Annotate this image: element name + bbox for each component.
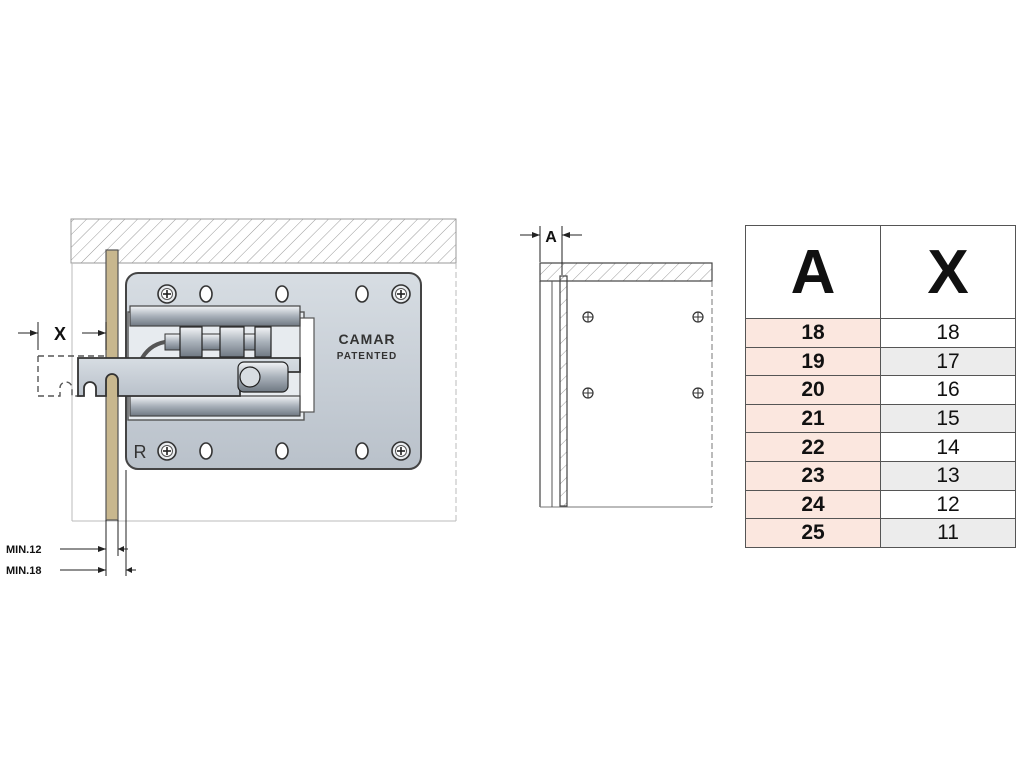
upper-rail	[129, 305, 301, 327]
cell-a: 20	[745, 375, 881, 405]
hole-icon	[275, 285, 289, 303]
side-view-plate-edge	[559, 275, 568, 507]
a-dimension: A	[520, 226, 582, 275]
side-view-holes	[582, 311, 704, 399]
cell-a: 22	[745, 432, 881, 462]
side-panel-wood	[105, 249, 119, 521]
x-dimension-label: X	[54, 324, 66, 344]
header-a: A	[745, 225, 881, 319]
side-view: A	[520, 226, 713, 508]
screw-icon	[157, 441, 177, 461]
a-dimension-label: A	[545, 229, 557, 246]
brand-label: CAMAR	[338, 331, 395, 347]
cell-x: 12	[880, 489, 1016, 520]
header-x: X	[880, 225, 1016, 319]
screw-icon	[391, 441, 411, 461]
cell-x: 14	[880, 432, 1016, 462]
x-dimension: X	[18, 322, 107, 350]
min-18-label: MIN.18	[6, 565, 41, 577]
cell-a: 18	[745, 318, 881, 348]
lower-rail	[129, 395, 301, 417]
left-view: CAMAR PATENTED R X MIN.12 MI	[6, 218, 457, 577]
screw-icon	[157, 284, 177, 304]
cell-x: 15	[880, 403, 1016, 434]
hole-icon	[199, 442, 213, 460]
side-mark-label: R	[134, 442, 147, 462]
min-12-label: MIN.12	[6, 544, 41, 556]
cell-x: 16	[880, 375, 1016, 405]
cell-x: 13	[880, 460, 1016, 491]
cell-a: 21	[745, 403, 881, 434]
hole-icon	[199, 285, 213, 303]
side-view-top-hatched	[539, 262, 713, 282]
hole-icon	[355, 285, 369, 303]
min-dimensions: MIN.12 MIN.18	[6, 470, 136, 577]
patented-label: PATENTED	[337, 351, 397, 362]
latch-ghost-outline	[37, 355, 106, 397]
cell-a: 24	[745, 489, 881, 520]
table-header-row: A X	[745, 225, 1016, 319]
latch-roller	[237, 361, 289, 393]
cell-x: 17	[880, 346, 1016, 377]
screw-icon	[391, 284, 411, 304]
cell-a: 25	[745, 518, 881, 548]
hole-icon	[275, 442, 289, 460]
cell-x: 11	[880, 518, 1016, 548]
top-panel-hatched	[70, 218, 457, 264]
cell-x: 18	[880, 318, 1016, 348]
hole-icon	[355, 442, 369, 460]
cell-a: 23	[745, 460, 881, 491]
cell-a: 19	[745, 346, 881, 377]
